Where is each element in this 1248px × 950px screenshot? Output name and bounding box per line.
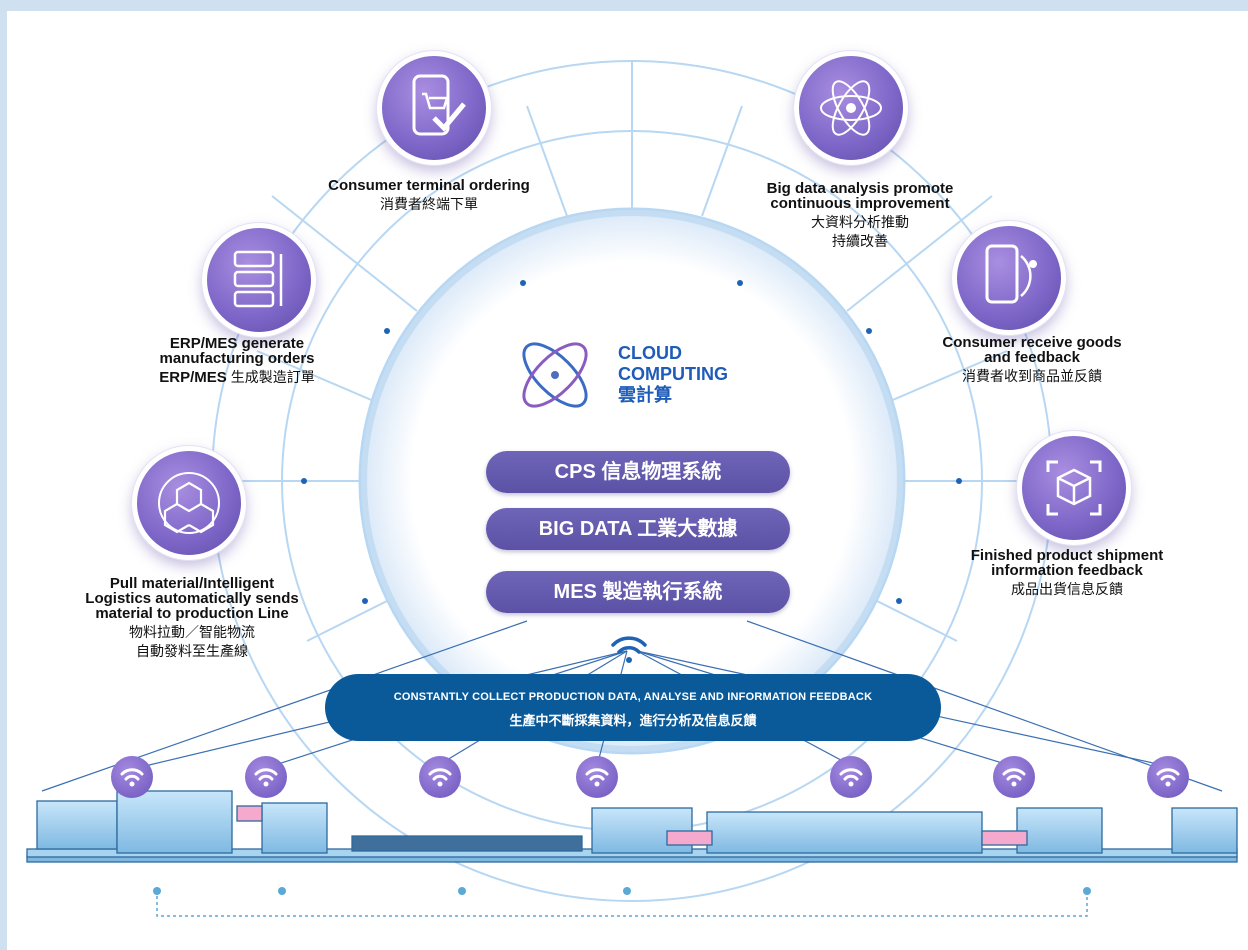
- logistics-en-line2: Logistics automatically sends: [85, 590, 299, 607]
- cloud-title-zh: 雲計算: [618, 385, 672, 405]
- banner-line2: 生產中不斷採集資料，進行分析及信息反饋: [509, 713, 757, 728]
- package-scan-icon: [1046, 460, 1102, 516]
- cloud-title-line2: COMPUTING: [618, 364, 728, 384]
- consumer-receive-zh: 消費者收到商品並反饋: [962, 368, 1102, 384]
- cloud-title-line1: CLOUD: [618, 343, 682, 363]
- phone-feedback-icon: [985, 244, 1037, 304]
- erp-mes-node: [201, 222, 317, 338]
- erp-mes-en-line1: ERP/MES generate: [169, 335, 305, 352]
- shipment-en-line2: information feedback: [991, 562, 1143, 579]
- shipment-en-line1: Finished product shipment: [970, 547, 1164, 564]
- big-data-zh-line1: 大資料分析推動: [811, 214, 909, 230]
- logistics-node: [131, 445, 247, 561]
- consumer-ordering-en: Consumer terminal ordering: [328, 177, 530, 194]
- wifi-icon: [111, 756, 153, 798]
- banner-line1: CONSTANTLY COLLECT PRODUCTION DATA, ANAL…: [393, 691, 873, 703]
- consumer-ordering-node: [376, 50, 492, 166]
- cloud-computing-title: CLOUD COMPUTING 雲計算: [618, 343, 728, 406]
- big-data-caption: Big data analysis promote continuous imp…: [730, 181, 990, 251]
- logistics-zh-line1: 物料拉動／智能物流: [129, 624, 255, 640]
- consumer-ordering-zh: 消費者終端下單: [380, 196, 478, 212]
- big-data-zh-line2: 持續改善: [832, 233, 888, 249]
- consumer-receive-en-line2: and feedback: [984, 349, 1080, 366]
- wifi-icon: [245, 756, 287, 798]
- consumer-ordering-caption: Consumer terminal ordering 消費者終端下單: [299, 178, 559, 214]
- erp-mes-zh: 生成製造訂單: [230, 369, 315, 385]
- logistics-zh-line2: 自動發料至生產線: [136, 643, 248, 659]
- consumer-receive-en-line1: Consumer receive goods: [942, 334, 1122, 351]
- mes-layer: MES 製造執行系統: [486, 571, 790, 613]
- atom-data-icon: [820, 80, 882, 136]
- erp-mes-caption: ERP/MES generate manufacturing orders ER…: [117, 336, 357, 387]
- server-rack-icon: [233, 250, 283, 308]
- cloud-atom-logo-icon: [522, 342, 588, 408]
- consumer-receive-caption: Consumer receive goods and feedback 消費者收…: [912, 335, 1152, 386]
- big-data-en-line1: Big data analysis promote: [766, 180, 954, 197]
- logistics-caption: Pull material/Intelligent Logistics auto…: [67, 576, 317, 661]
- shipment-caption: Finished product shipment information fe…: [937, 548, 1197, 599]
- wifi-icon: [419, 756, 461, 798]
- wifi-icon: [993, 756, 1035, 798]
- cubes-icon: [158, 472, 220, 534]
- diagram-stage: Consumer terminal ordering 消費者終端下單 Big d…: [7, 11, 1248, 950]
- big-data-node: [793, 50, 909, 166]
- shopping-cart-check-icon: [412, 74, 466, 136]
- erp-mes-zh-prefix: ERP/MES: [159, 369, 227, 386]
- shipment-node: [1016, 430, 1132, 546]
- erp-mes-en-line2: manufacturing orders: [159, 350, 315, 367]
- consumer-receive-node: [951, 220, 1067, 336]
- big-data-en-line2: continuous improvement: [770, 195, 950, 212]
- data-feedback-banner: CONSTANTLY COLLECT PRODUCTION DATA, ANAL…: [325, 674, 941, 741]
- big-data-layer: BIG DATA 工業大數據: [486, 508, 790, 550]
- logistics-en-line1: Pull material/Intelligent: [109, 575, 275, 592]
- wifi-icon: [830, 756, 872, 798]
- wifi-icon: [1147, 756, 1189, 798]
- wifi-center-icon: [611, 636, 647, 663]
- cps-layer: CPS 信息物理系統: [486, 451, 790, 493]
- wifi-icon: [576, 756, 618, 798]
- shipment-zh: 成品出貨信息反饋: [1011, 581, 1123, 597]
- logistics-en-line3: material to production Line: [95, 605, 289, 622]
